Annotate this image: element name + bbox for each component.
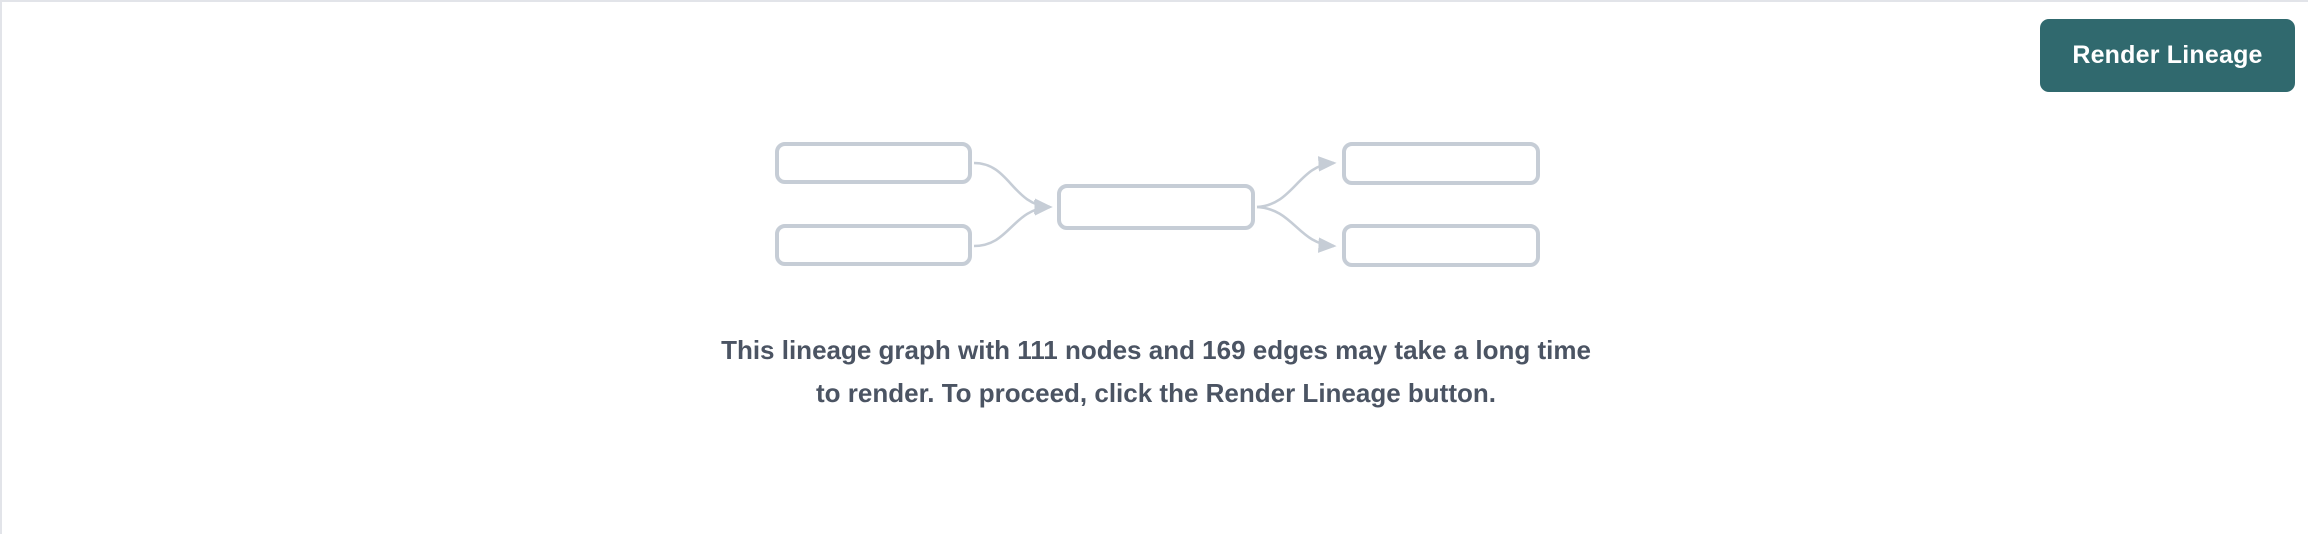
render-lineage-button[interactable]: Render Lineage [2040,19,2295,92]
lineage-warning-message: This lineage graph with 111 nodes and 16… [721,335,1591,408]
graph-node-source-b [775,224,972,266]
graph-node-output-b [1342,224,1540,267]
edge-source-a-to-middle [973,161,1053,214]
edge-source-b-to-middle [973,200,1053,248]
edge-middle-to-output-b [1256,205,1337,253]
graph-node-source-a [775,142,972,184]
edge-middle-to-output-a [1256,156,1337,209]
graph-node-output-a [1342,142,1540,185]
graph-node-middle [1057,184,1255,230]
